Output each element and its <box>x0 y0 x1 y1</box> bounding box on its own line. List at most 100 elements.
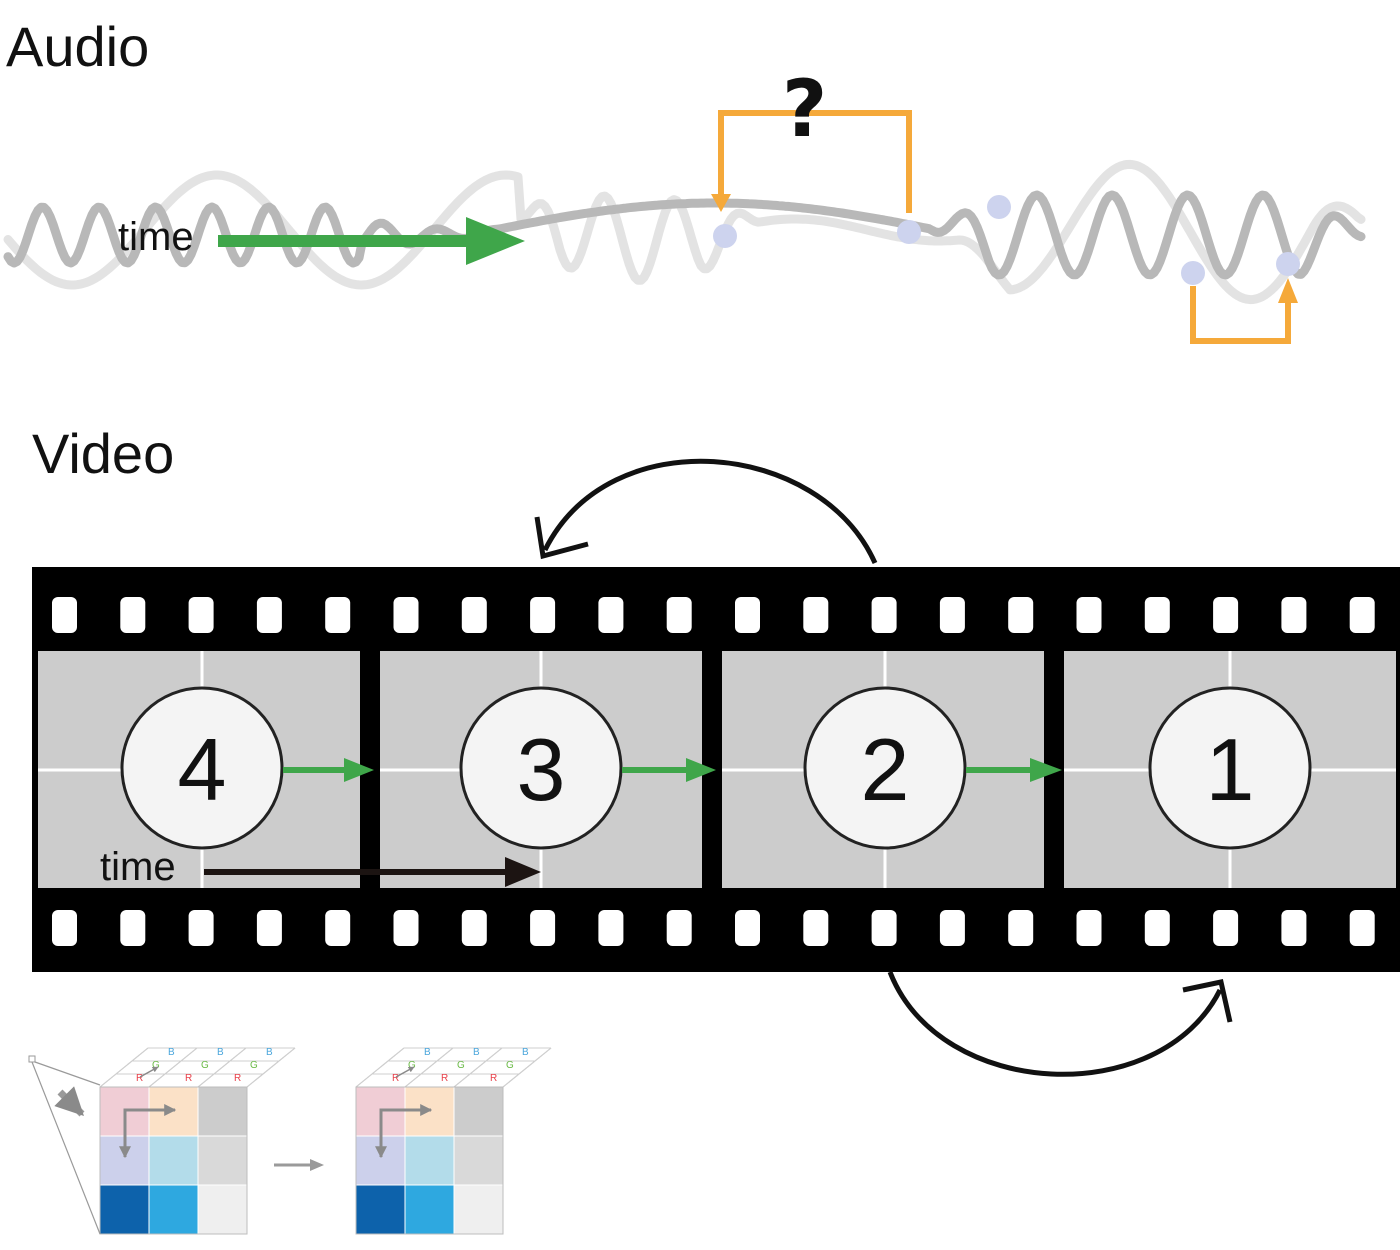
audio-title: Audio <box>6 15 149 78</box>
channel-label: B <box>217 1047 224 1058</box>
sprocket-holes-bottom <box>52 910 1375 946</box>
sprocket-hole <box>666 597 692 633</box>
zoom-callout <box>28 1055 101 1235</box>
sprocket-hole <box>256 910 282 946</box>
audio-waveform <box>3 159 1366 305</box>
frame-number: 1 <box>1206 720 1255 819</box>
pixel-cell <box>197 1086 248 1137</box>
transform-arrow <box>274 1159 324 1171</box>
sprocket-hole <box>1349 597 1375 633</box>
pixel-cell <box>453 1184 504 1235</box>
audio-time-arrowhead <box>466 217 525 265</box>
pixel-cell <box>404 1135 455 1186</box>
channel-label: R <box>441 1073 448 1084</box>
sprocket-hole <box>188 597 214 633</box>
sprocket-hole <box>871 910 897 946</box>
sprocket-hole <box>393 597 419 633</box>
sample-dot <box>897 220 921 244</box>
channel-label: R <box>185 1073 192 1084</box>
sprocket-hole <box>1281 597 1307 633</box>
sprocket-hole <box>1008 910 1034 946</box>
waveform-light <box>3 159 1366 305</box>
channel-label: G <box>250 1060 258 1071</box>
frame-arrow <box>283 758 374 782</box>
sprocket-hole <box>803 597 829 633</box>
pixel-cell <box>197 1135 248 1186</box>
sprocket-hole <box>1076 910 1102 946</box>
pixel-cell <box>453 1135 504 1186</box>
sprocket-hole <box>735 910 760 946</box>
sprocket-hole <box>256 597 282 633</box>
sprocket-holes-top <box>52 597 1375 633</box>
curved-arrow-top <box>542 458 878 565</box>
sprocket-hole <box>120 597 146 633</box>
curved-arrow-bottom <box>887 971 1223 1077</box>
pixel-cell <box>148 1135 199 1186</box>
channel-label: B <box>266 1047 273 1058</box>
sprocket-hole <box>120 910 146 946</box>
channel-label: R <box>490 1073 497 1084</box>
sprocket-hole <box>1213 597 1239 633</box>
channel-label: B <box>424 1047 431 1058</box>
pixel-cell <box>453 1086 504 1137</box>
sprocket-hole <box>939 910 965 946</box>
sprocket-hole <box>1349 910 1375 946</box>
sample-dot <box>1276 252 1300 276</box>
sprocket-hole <box>530 910 556 946</box>
sprocket-hole <box>1144 910 1170 946</box>
pixel-cell <box>355 1184 406 1235</box>
sprocket-hole <box>871 597 897 633</box>
sprocket-hole <box>52 597 77 633</box>
sprocket-hole <box>1144 597 1170 633</box>
question-mark: ? <box>782 65 827 155</box>
sprocket-hole <box>461 910 487 946</box>
pixel-cell <box>148 1184 199 1235</box>
channel-arrow <box>139 1066 159 1078</box>
channel-label: B <box>168 1047 175 1058</box>
pixel-cell <box>99 1184 150 1235</box>
sprocket-hole <box>461 597 487 633</box>
sprocket-hole <box>325 597 351 633</box>
frame-arrow <box>622 758 716 782</box>
channel-label: G <box>152 1060 160 1071</box>
channel-label: G <box>457 1060 465 1071</box>
sprocket-hole <box>803 910 829 946</box>
channel-label: R <box>136 1073 143 1084</box>
sprocket-hole <box>735 597 760 633</box>
film-frame-1: 1 <box>1064 651 1396 888</box>
sprocket-hole <box>598 597 624 633</box>
audio-time-label: time <box>118 215 194 259</box>
channel-label: R <box>392 1073 399 1084</box>
sprocket-hole <box>530 597 556 633</box>
channel-label: R <box>234 1073 241 1084</box>
channel-label: B <box>522 1047 529 1058</box>
curved-arrow-bottom-head <box>1182 979 1233 1023</box>
channel-label: B <box>473 1047 480 1058</box>
sprocket-hole <box>1281 910 1307 946</box>
sprocket-hole <box>1008 597 1034 633</box>
sprocket-hole <box>188 910 214 946</box>
sprocket-hole <box>1076 597 1102 633</box>
sample-dot <box>713 224 737 248</box>
waveform-dark <box>3 190 1366 280</box>
sprocket-hole <box>393 910 419 946</box>
orange-arrowhead-up <box>1278 278 1298 303</box>
frame-number: 4 <box>178 720 227 819</box>
sprocket-hole <box>598 910 624 946</box>
curved-arrow-top-head <box>534 516 589 560</box>
orange-bracket-bottom <box>1190 286 1291 344</box>
pixel-cell <box>404 1184 455 1235</box>
frame-number: 2 <box>861 720 910 819</box>
channel-arrow <box>395 1066 415 1078</box>
video-time-arrowhead <box>505 857 541 887</box>
sample-dot <box>1181 261 1205 285</box>
sprocket-hole <box>939 597 965 633</box>
frame-arrow <box>966 758 1062 782</box>
sprocket-hole <box>666 910 692 946</box>
channel-label: G <box>201 1060 209 1071</box>
frame-number: 3 <box>517 720 566 819</box>
sample-dot <box>987 195 1011 219</box>
